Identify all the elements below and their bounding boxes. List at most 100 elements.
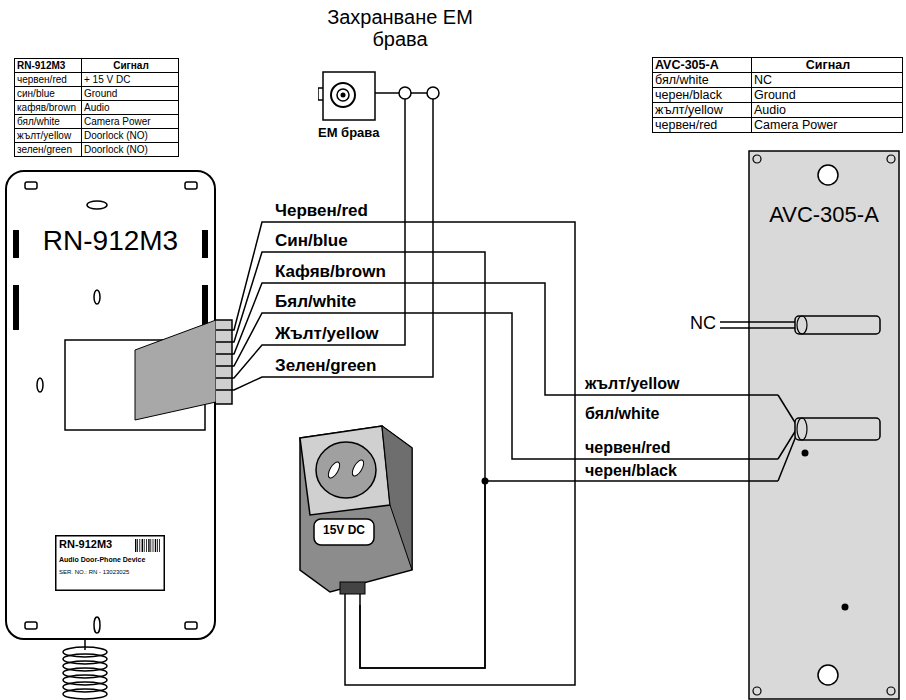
drawing-part: [382, 426, 412, 570]
drawing-part: [185, 182, 197, 189]
drawing-part: [842, 604, 849, 611]
signal-table-cell: Сигнал: [81, 58, 179, 73]
signal-table-cell: Ground: [751, 87, 903, 103]
drawing-part: [150, 539, 152, 552]
drawing-part: [753, 155, 761, 163]
drawing-part: [748, 321, 796, 323]
drawing-part: [148, 539, 149, 552]
lock-power-title: Захранване ЕМ брава: [325, 6, 475, 50]
power-adapter-outline: [290, 420, 420, 605]
drawing-part: [795, 418, 880, 440]
signal-table-cell: бял/white: [652, 72, 752, 88]
drawing-part: [427, 87, 439, 99]
drawing-part: [323, 72, 375, 120]
sticker-description: Audio Door-Phone Device: [59, 556, 163, 564]
drawing-part: [142, 539, 143, 552]
wire: [216, 313, 748, 459]
panel-name: AVC-305-A: [748, 202, 900, 227]
drawing-part: [25, 182, 37, 189]
drawing-part: [137, 539, 139, 552]
signal-table-cell: Ground: [81, 86, 179, 101]
drawing-part: [802, 450, 809, 457]
drawing-part: [797, 316, 807, 334]
drawing-part: [139, 539, 141, 552]
signal-table-cell: AVC-305-A: [652, 57, 752, 73]
drawing-part: [87, 201, 107, 209]
drawing-part: [887, 687, 895, 695]
wire-label: Бял/white: [275, 292, 356, 312]
drawing-part: [818, 165, 838, 185]
wire-label: Червен/red: [275, 201, 368, 221]
signal-table-cell: Сигнал: [751, 57, 903, 73]
drawing-part: [56, 536, 165, 591]
sticker-serial: SER. NO.: RN - 13023025: [59, 569, 163, 576]
wire-label: жълт/yellow: [585, 375, 679, 393]
signal-table-cell: Doorlock (NO): [81, 142, 179, 157]
drawing-part: [316, 442, 376, 498]
drawing-part: [143, 539, 145, 552]
drawing-part: [404, 99, 406, 147]
drawing-part: [350, 458, 366, 478]
drawing-part: [300, 426, 390, 515]
signal-table-cell: Audio: [751, 102, 903, 118]
drawing-part: [185, 622, 197, 629]
drawing-part: [340, 582, 365, 594]
signal-table-cell: RN-912M3: [14, 58, 82, 73]
signal-table-cell: червен/red: [652, 117, 752, 133]
sticker-model: RN-912M3: [59, 538, 133, 551]
handset-cord: [63, 647, 107, 699]
wire-label: бял/white: [585, 405, 660, 423]
drawing-part: [748, 458, 778, 460]
wire-label: Кафяв/brown: [275, 262, 386, 282]
drawing-part: [399, 87, 411, 99]
drawing-part: [326, 460, 342, 480]
signal-table-cell: Camera Power: [751, 117, 903, 133]
signal-table-cell: + 15 V DC: [81, 72, 179, 87]
drawing-part: [331, 83, 355, 107]
signal-table-cell: жълт/yellow: [652, 102, 752, 118]
device-name: RN-912M3: [5, 225, 216, 257]
wire-label: Жълт/yellow: [275, 324, 379, 344]
wire-label: Син/blue: [275, 231, 348, 251]
drawing-part: [155, 539, 156, 552]
device-sticker: RN-912M3Audio Door-Phone DeviceSER. NO.:…: [55, 535, 165, 591]
drawing-part: [314, 519, 374, 545]
outdoor-panel-outline: [748, 150, 900, 700]
signal-table-cell: Audio: [81, 100, 179, 115]
signal-table-cell: червен/red: [14, 72, 82, 87]
drawing-part: [375, 92, 399, 94]
wire: [216, 147, 433, 390]
ribbon-connector: [214, 320, 232, 404]
wire: [216, 222, 575, 685]
voltage-label: 15V DC: [316, 524, 372, 538]
drawing-part: [94, 290, 100, 304]
drawing-part: [6, 171, 215, 639]
drawing-part: [157, 539, 159, 552]
drawing-part: [359, 594, 361, 605]
drawing-part: [411, 92, 427, 94]
drawing-part: [778, 436, 796, 481]
signal-table-cell: черен/black: [652, 87, 752, 103]
wire: [216, 252, 485, 668]
drawing-part: [159, 539, 161, 552]
signal-table-cell: Doorlock (NO): [81, 128, 179, 143]
drawing-part: [152, 539, 154, 552]
wire-label: червен/red: [585, 439, 671, 457]
drawing-part: [748, 394, 778, 396]
drawing-part: [135, 320, 216, 420]
drawing-part: [344, 594, 346, 605]
drawing-part: [748, 327, 796, 329]
em-lock: ЕМ брава: [318, 62, 445, 147]
drawing-part: [341, 93, 346, 98]
lock-name: ЕМ брава: [318, 126, 398, 141]
signal-table-cell: жълт/yellow: [14, 128, 82, 143]
nc-wire: [720, 327, 750, 329]
drawing-part: [778, 395, 796, 424]
drawing-part: [13, 285, 19, 330]
signal-table-cell: Camera Power: [81, 114, 179, 129]
drawing-part: [25, 622, 37, 629]
wire-label: Зелен/green: [275, 356, 376, 376]
wire: [360, 481, 748, 668]
drawing-part: [13, 230, 19, 258]
